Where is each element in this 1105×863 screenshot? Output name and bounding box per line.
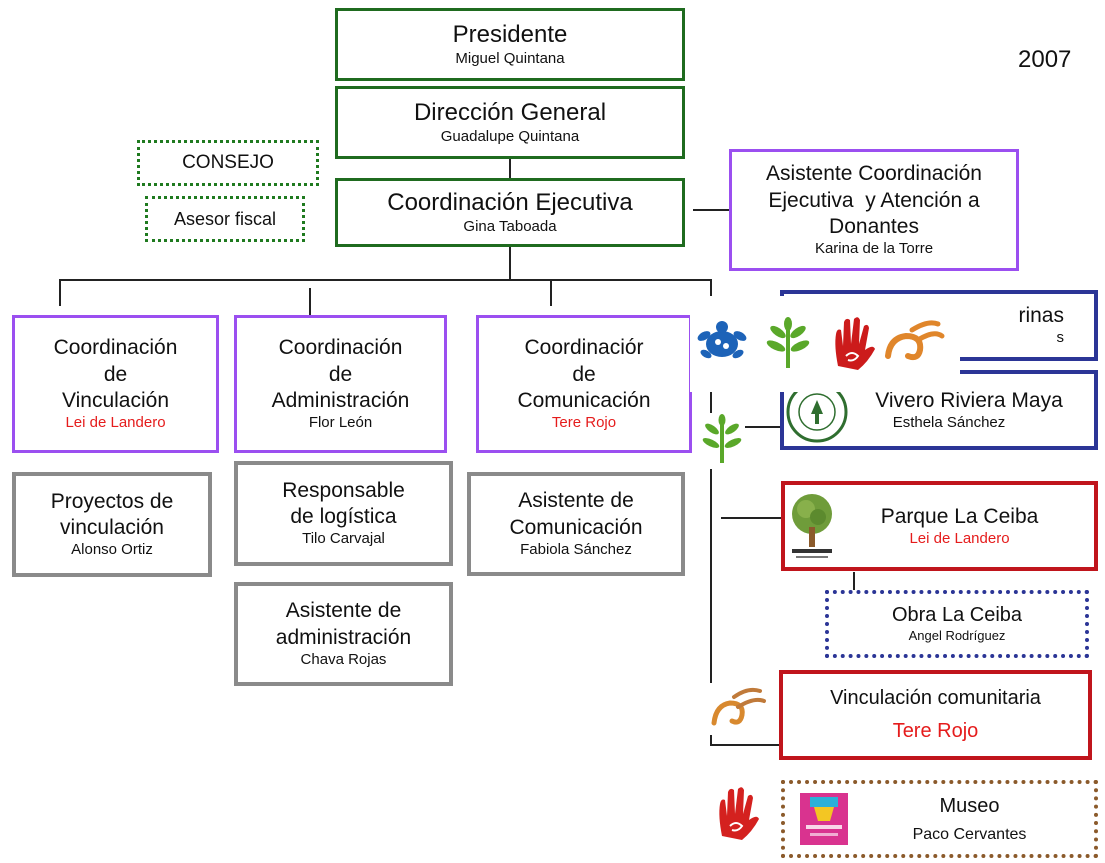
responsable-line-2: de logística (290, 505, 397, 529)
coord-vinc-line-2: de (103, 362, 128, 386)
museo-title: Museo (939, 794, 1000, 817)
coord-com-name: Tere Rojo (551, 414, 617, 431)
asistente-coordinacion-box: Asistente Coordinación Ejecutiva y Atenc… (729, 149, 1019, 271)
coord-admin-name: Flor León (308, 414, 373, 431)
parque-la-ceiba-box: Parque La Ceiba Lei de Landero (781, 481, 1098, 571)
proyectos-vinculacion-box: Proyectos de vinculación Alonso Ortiz (12, 472, 212, 577)
ceiba-title: Parque La Ceiba (880, 504, 1039, 528)
obra-title: Obra La Ceiba (891, 604, 1023, 627)
consejo-box: CONSEJO (137, 140, 319, 186)
connector-drop-2 (309, 288, 311, 315)
ceiba-logo (788, 489, 836, 564)
coord-vinc-line-1: Coordinación (53, 336, 178, 360)
consejo-label: CONSEJO (182, 152, 274, 174)
coordinacion-ejecutiva-name: Gina Taboada (463, 218, 557, 236)
coordinacion-ejecutiva-title: Coordinación Ejecutiva (387, 189, 633, 217)
vinculacion-comunitaria-box: Vinculación comunitaria Tere Rojo (779, 670, 1092, 760)
connector-vivero (745, 426, 782, 428)
coord-admin-line-2: de (328, 362, 353, 386)
asistente-line-1: Asistente Coordinación (766, 162, 982, 186)
vivero-name: Esthela Sánchez (892, 413, 1006, 431)
asesor-fiscal-label: Asesor fiscal (173, 208, 277, 229)
coord-admin-line-3: Administración (271, 388, 410, 412)
asesor-fiscal-box: Asesor fiscal (145, 196, 305, 242)
connector-ceiba (721, 517, 782, 519)
vivero-logo (785, 380, 849, 444)
direccion-general-title: Dirección General (413, 99, 607, 127)
connector-drop-3 (550, 279, 552, 306)
connector-vinculacion (710, 744, 780, 746)
swirl-icon-small (708, 683, 768, 735)
vivero-title: Vivero Riviera Maya (875, 388, 1063, 412)
marinas-name: s (1056, 329, 1065, 347)
marinas-title: rinas (1018, 304, 1064, 327)
coordinacion-ejecutiva-box: Coordinación Ejecutiva Gina Taboada (335, 178, 685, 247)
coordinacion-administracion-box: Coordinación de Administración Flor León (234, 315, 447, 453)
connector-coord-down (509, 246, 511, 280)
coordinacion-comunicacion-box: Coordinaciór de Comunicación Tere Rojo (476, 315, 692, 453)
asistente-administracion-box: Asistente de administración Chava Rojas (234, 582, 453, 686)
connector-horizontal-bus (59, 279, 711, 281)
asistente-name: Karina de la Torre (814, 240, 934, 257)
asist-admin-line-2: administración (275, 625, 412, 649)
proyectos-name: Alonso Ortiz (71, 541, 153, 559)
connector-ceiba-obra (853, 572, 855, 591)
presidente-name: Miguel Quintana (455, 50, 565, 68)
vinculacion-title: Vinculación comunitaria (830, 687, 1041, 709)
coord-vinc-line-3: Vinculación (61, 388, 170, 412)
vinculacion-name: Tere Rojo (892, 720, 979, 742)
coord-vinc-name: Lei de Landero (65, 414, 166, 431)
responsable-name: Tilo Carvajal (302, 530, 385, 548)
connector-direccion-down (509, 158, 511, 178)
hand-icon-small (708, 772, 764, 854)
responsable-logistica-box: Responsable de logística Tilo Carvajal (234, 461, 453, 566)
asist-com-line-1: Asistente de (518, 489, 634, 513)
connector-drop-1 (59, 279, 61, 306)
coord-com-line-3: Comunicación (517, 388, 651, 412)
presidente-box: Presidente Miguel Quintana (335, 8, 685, 81)
proyectos-line-1: Proyectos de (50, 489, 174, 513)
asistente-line-2: Ejecutiva y Atención a (768, 188, 980, 212)
connector-assistant (693, 209, 729, 211)
ceiba-name: Lei de Landero (909, 529, 1010, 547)
asist-admin-line-1: Asistente de (285, 599, 402, 623)
direccion-general-name: Guadalupe Quintana (440, 128, 580, 146)
coord-com-line-2: de (572, 362, 596, 386)
asist-com-line-2: Comunicación (509, 515, 643, 539)
coord-com-line-1: Coordinaciór (524, 336, 644, 360)
museo-logo (800, 793, 848, 845)
asist-com-name: Fabiola Sánchez (520, 540, 632, 558)
coordinacion-vinculacion-box: Coordinación de Vinculación Lei de Lande… (12, 315, 219, 453)
museo-name: Paco Cervantes (912, 825, 1027, 843)
obra-name: Angel Rodríguez (908, 628, 1006, 644)
year-label: 2007 (1018, 46, 1072, 73)
asistente-comunicacion-box: Asistente de Comunicación Fabiola Sánche… (467, 472, 685, 576)
direccion-general-box: Dirección General Guadalupe Quintana (335, 86, 685, 159)
leaf-icon-small (702, 413, 742, 469)
asistente-line-3: Donantes (829, 214, 919, 238)
obra-la-ceiba-box: Obra La Ceiba Angel Rodríguez (825, 590, 1089, 658)
asist-admin-name: Chava Rojas (300, 650, 387, 668)
presidente-title: Presidente (452, 21, 568, 49)
connector-right-vertical (710, 279, 712, 745)
responsable-line-1: Responsable (282, 478, 405, 502)
logo-strip (690, 296, 960, 392)
coord-admin-line-1: Coordinación (278, 336, 403, 360)
proyectos-line-2: vinculación (60, 516, 164, 540)
